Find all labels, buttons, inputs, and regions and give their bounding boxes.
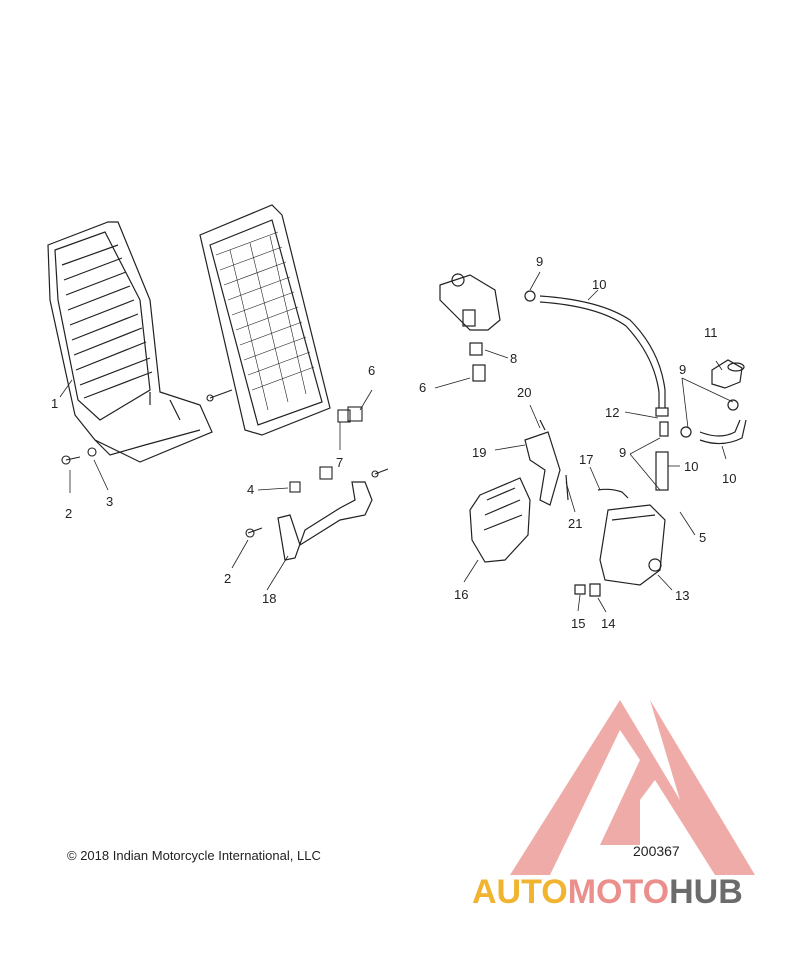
part-reservoir-cap [711,359,745,389]
callout-label: 5 [699,530,707,545]
part-bracket [277,481,373,561]
callout-label: 20 [517,385,532,400]
part-hoses [524,290,747,499]
part-cover [469,419,569,563]
callout-label: 6 [368,363,376,378]
callout-label: 10 [684,459,699,474]
callout-label: 2 [65,506,73,521]
callout-label: 9 [619,445,627,460]
callout-label: 7 [336,455,344,470]
callout-label: 18 [262,591,277,606]
brand-part-moto: MOTO [567,873,670,911]
watermark-logo [510,700,755,875]
part-shroud [47,221,213,463]
callout-label: 2 [224,571,232,586]
callout-label: 21 [568,516,583,531]
callout-label: 8 [510,351,518,366]
callout-label: 13 [675,588,690,603]
callout-label: 17 [579,452,594,467]
brand-part-auto: AUTO [472,873,568,911]
callout-label: 6 [419,380,427,395]
callout-label: 3 [106,494,114,509]
part-radiator [199,204,331,436]
callout-label: 9 [679,362,687,377]
part-coolant-tank [574,504,666,597]
brand-part-hub: HUB [669,873,743,911]
callout-label: 11 [704,325,718,340]
watermark-brand: AUTOMOTOHUB [472,873,743,912]
part-fasteners [61,389,389,538]
callout-label: 16 [454,587,469,602]
callout-label: 10 [592,277,607,292]
callout-label: 12 [605,405,620,420]
leader-lines [59,271,734,613]
callout-label: 10 [722,471,737,486]
callout-label: 1 [51,396,59,411]
callout-label: 14 [601,616,616,631]
part-thermostat-housing [439,273,501,382]
figure-number: 200367 [633,843,680,859]
copyright-text: © 2018 Indian Motorcycle International, … [67,848,321,863]
callout-label: 4 [247,482,255,497]
callout-label: 19 [472,445,487,460]
callout-label: 15 [571,616,586,631]
callout-label: 9 [536,254,544,269]
